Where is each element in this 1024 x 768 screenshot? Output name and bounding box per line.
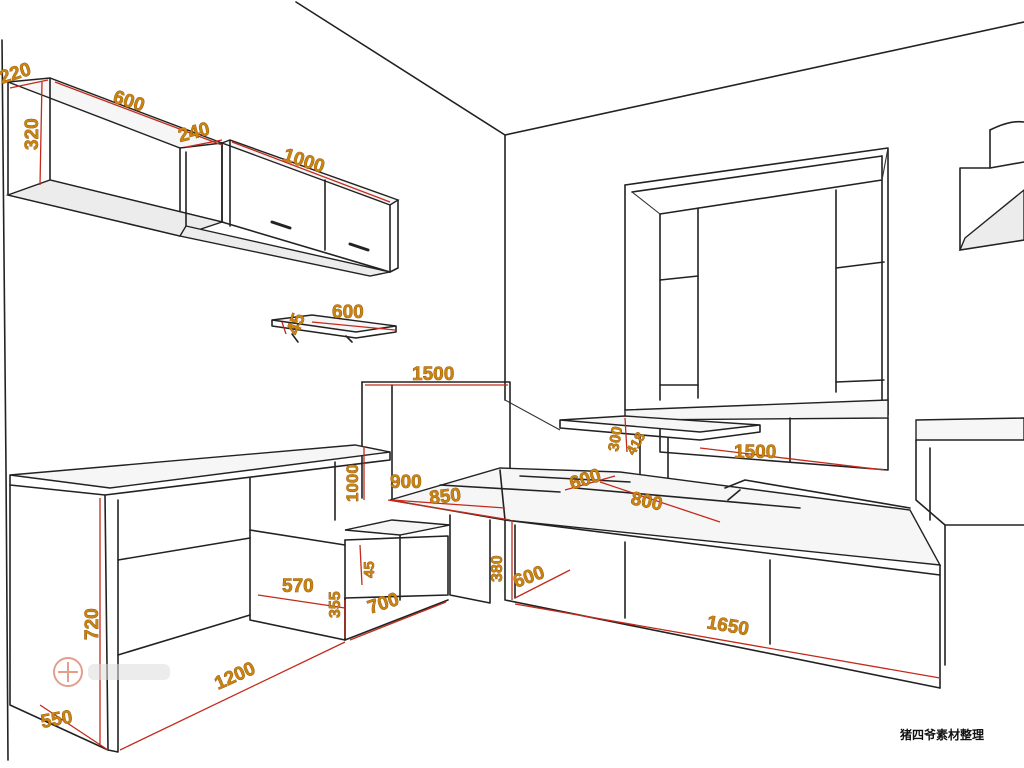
dim-platform-height: 380 — [489, 555, 506, 582]
dimension-lines — [9, 79, 941, 751]
dim-cabinet-depth: 700 — [365, 589, 402, 619]
dim-shelf-width: 600 — [332, 302, 364, 323]
dim-wall-cabinet-depth: 320 — [22, 118, 43, 150]
dim-drawer-width: 570 — [282, 576, 314, 597]
tea-table — [559, 415, 761, 485]
range-hood — [958, 120, 1024, 251]
wall-cabinets — [5, 77, 400, 277]
dim-cabinet-height: 355 — [327, 591, 344, 618]
window-bay — [624, 147, 889, 471]
dim-window-bench-length: 1500 — [734, 442, 776, 463]
dim-drawer-height: 45 — [361, 561, 378, 578]
dim-bed-width: 900 — [390, 472, 422, 493]
dim-headboard-length: 1500 — [412, 364, 454, 385]
dim-desk-height: 720 — [82, 608, 103, 640]
dim-bed-inner: 850 — [428, 485, 462, 509]
source-caption: 猪四爷素材整理 — [900, 728, 985, 742]
dim-headboard-height: 1000 — [343, 464, 362, 502]
dim-shelf-height: 45 — [283, 310, 310, 337]
right-tall-cabinet — [915, 417, 1024, 666]
dimension-labels: 220 320 600 240 1000 45 600 1500 1000 90… — [0, 59, 777, 734]
watermark-logo — [53, 657, 170, 687]
dim-desk-depth: 550 — [39, 707, 74, 733]
dim-table-height: 300 — [605, 425, 626, 453]
dim-desk-length: 1200 — [211, 658, 258, 694]
dim-platform-length: 1650 — [705, 612, 750, 640]
bed-platform — [361, 381, 942, 689]
dim-platform-depth: 600 — [511, 562, 548, 593]
